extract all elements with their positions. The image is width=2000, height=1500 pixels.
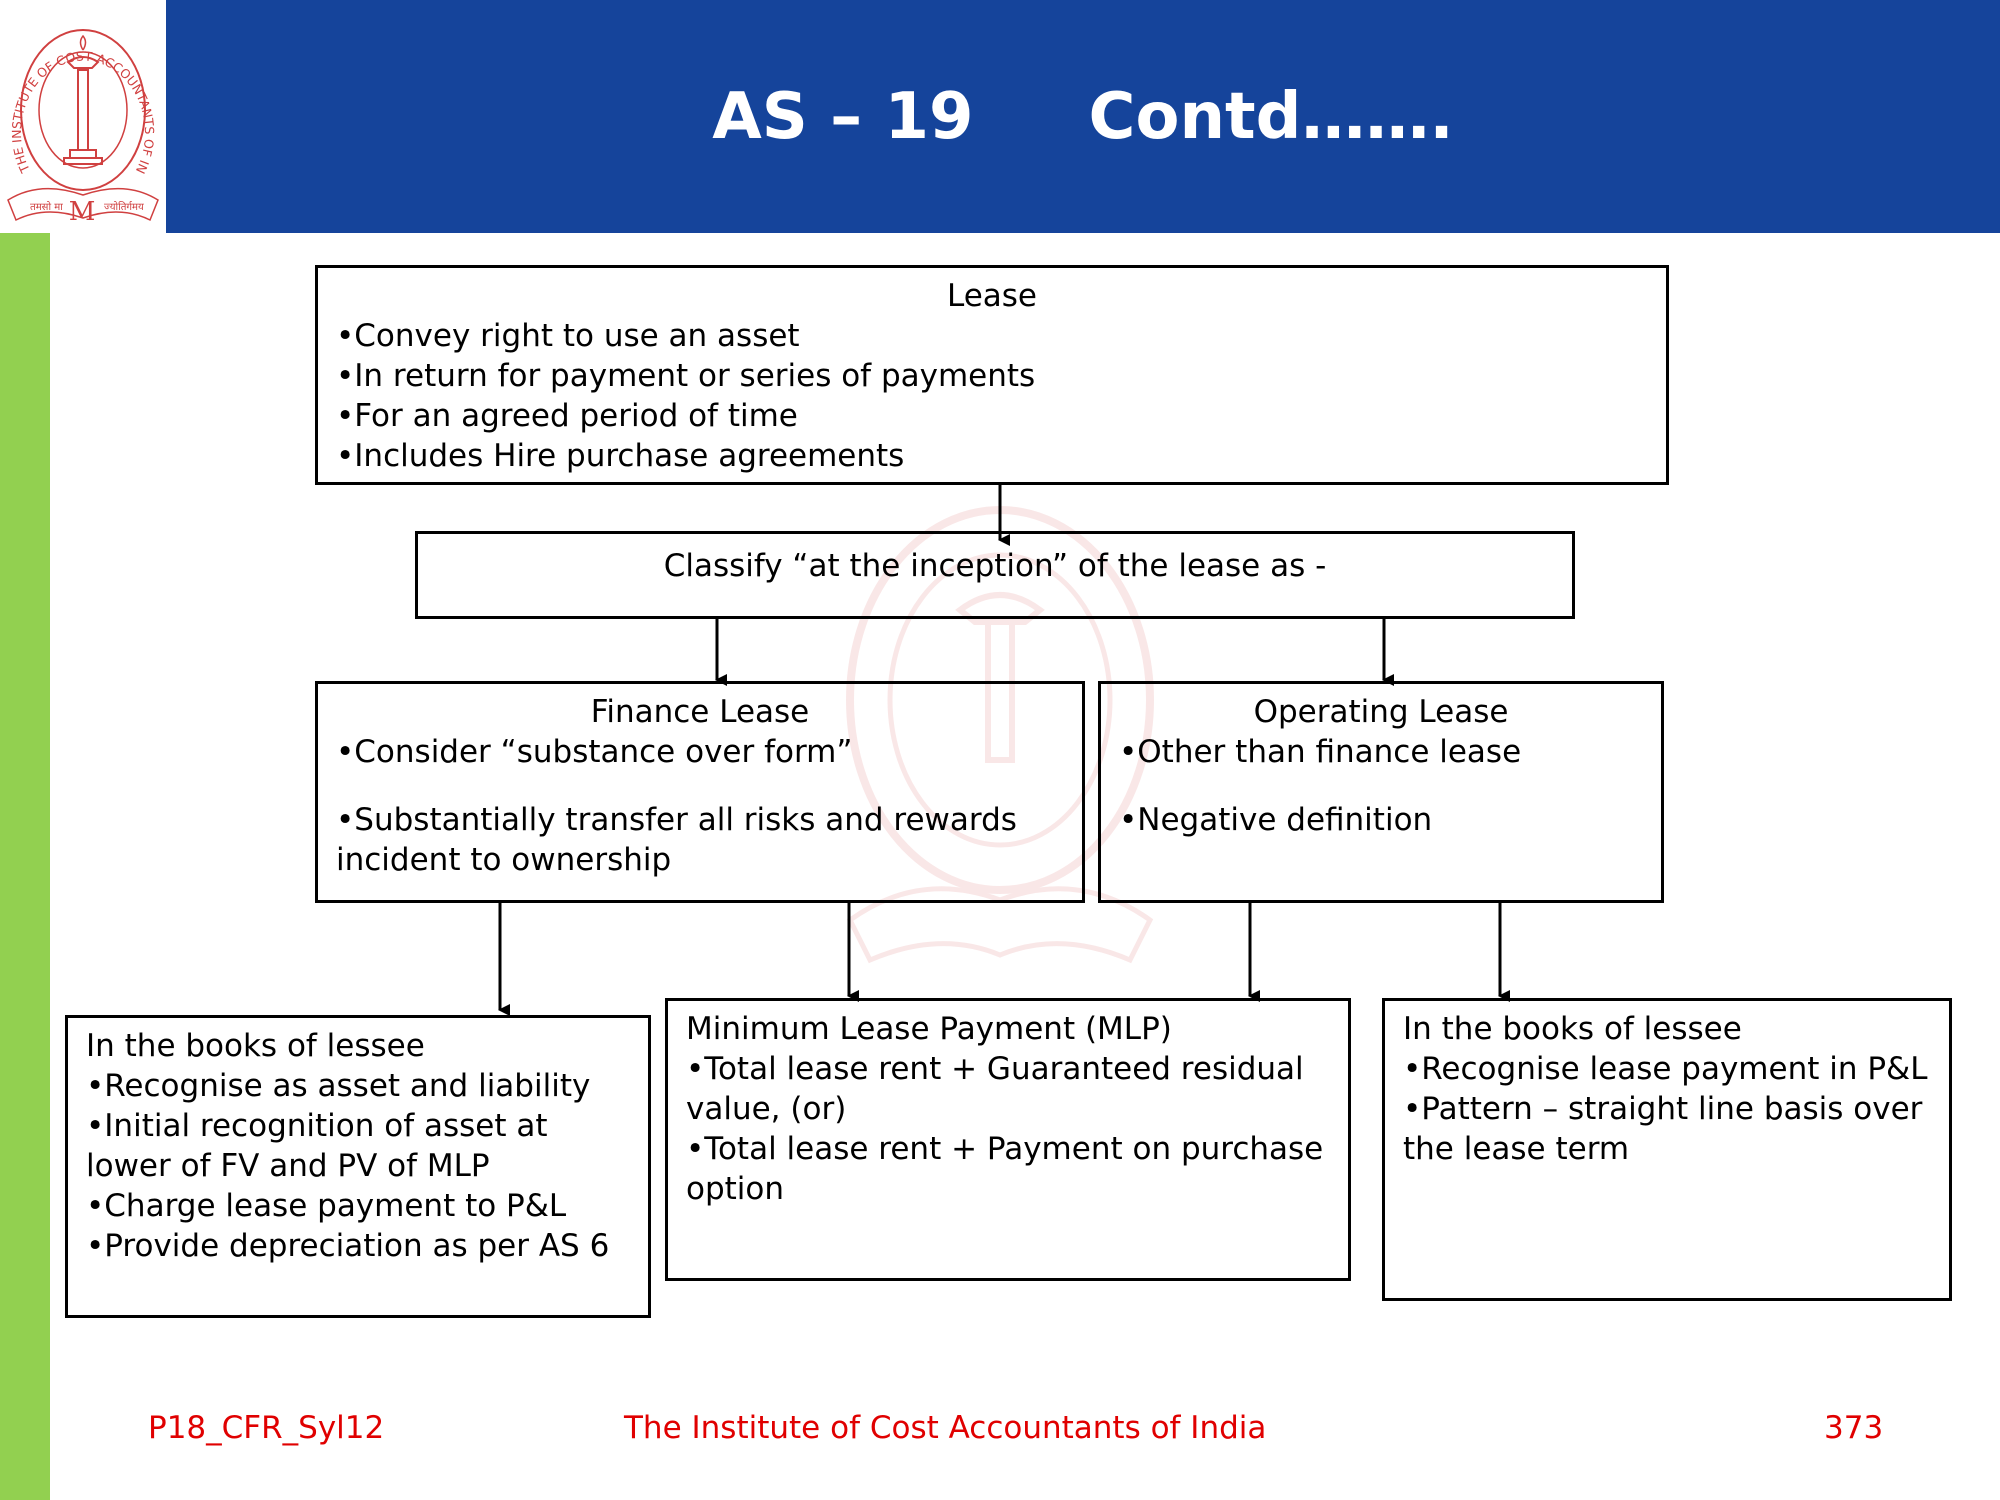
- lessee-operating-box: In the books of lessee •Recognise lease …: [1382, 998, 1952, 1301]
- mlp-heading: Minimum Lease Payment (MLP): [686, 1011, 1172, 1047]
- operating-lease-bullet: •Other than finance lease: [1119, 734, 1522, 770]
- classify-box: Classify “at the inception” of the lease…: [415, 531, 1575, 619]
- lease-heading: Lease: [946, 278, 1038, 314]
- lessee-finance-box: In the books of lessee •Recognise as ass…: [65, 1015, 651, 1318]
- finance-lease-box: Finance Lease •Consider “substance over …: [315, 681, 1085, 903]
- lessee-finance-bullet: •Initial recognition of asset at lower o…: [86, 1108, 548, 1184]
- mlp-box: Minimum Lease Payment (MLP) •Total lease…: [665, 998, 1351, 1281]
- logo-monogram: M: [69, 197, 96, 227]
- lessee-operating-heading: In the books of lessee: [1403, 1011, 1742, 1047]
- title-left: AS – 19: [712, 79, 974, 154]
- lessee-finance-heading: In the books of lessee: [86, 1028, 425, 1064]
- logo: THE INSTITUTE OF COST ACCOUNTANTS OF IND…: [0, 0, 166, 233]
- operating-lease-heading: Operating Lease: [1253, 694, 1509, 730]
- lease-bullet: •Convey right to use an asset: [336, 318, 800, 354]
- mlp-bullet: •Total lease rent + Guaranteed residual …: [686, 1051, 1304, 1127]
- classify-text: Classify “at the inception” of the lease…: [663, 548, 1327, 584]
- lessee-finance-bullet: •Charge lease payment to P&L: [86, 1188, 567, 1224]
- lease-bullet: •In return for payment or series of paym…: [336, 358, 1036, 394]
- lease-box: Lease •Convey right to use an asset •In …: [315, 265, 1669, 485]
- footer-page-number: 373: [1824, 1410, 1884, 1446]
- title-bar: [166, 0, 2000, 233]
- operating-lease-box: Operating Lease •Other than finance leas…: [1098, 681, 1664, 903]
- footer-code: P18_CFR_Syl12: [148, 1410, 385, 1446]
- title-right: Contd…….: [1088, 79, 1454, 154]
- finance-lease-bullet: •Substantially transfer all risks and re…: [336, 802, 1017, 878]
- lessee-finance-bullet: •Recognise as asset and liability: [86, 1068, 591, 1104]
- logo-motto-left: तमसो मा: [30, 201, 63, 213]
- mlp-bullet: •Total lease rent + Payment on purchase …: [686, 1131, 1324, 1207]
- lease-bullet: •For an agreed period of time: [336, 398, 798, 434]
- finance-lease-bullet: •Consider “substance over form”: [336, 734, 853, 770]
- lease-bullet: •Includes Hire purchase agreements: [336, 438, 905, 474]
- operating-lease-bullet: •Negative definition: [1119, 802, 1433, 838]
- sidebar-accent-bar: [0, 233, 50, 1500]
- footer-institute: The Institute of Cost Accountants of Ind…: [624, 1410, 1267, 1446]
- slide-title: AS – 19 Contd…….: [166, 0, 2000, 233]
- lessee-finance-bullet: •Provide depreciation as per AS 6: [86, 1228, 610, 1264]
- logo-motto-right: ज्योतिर्गमय: [104, 201, 144, 213]
- finance-lease-heading: Finance Lease: [590, 694, 810, 730]
- lessee-operating-bullet: •Pattern – straight line basis over the …: [1403, 1091, 1923, 1167]
- institute-seal-icon: THE INSTITUTE OF COST ACCOUNTANTS OF IND…: [0, 0, 159, 227]
- lessee-operating-bullet: •Recognise lease payment in P&L: [1403, 1051, 1928, 1087]
